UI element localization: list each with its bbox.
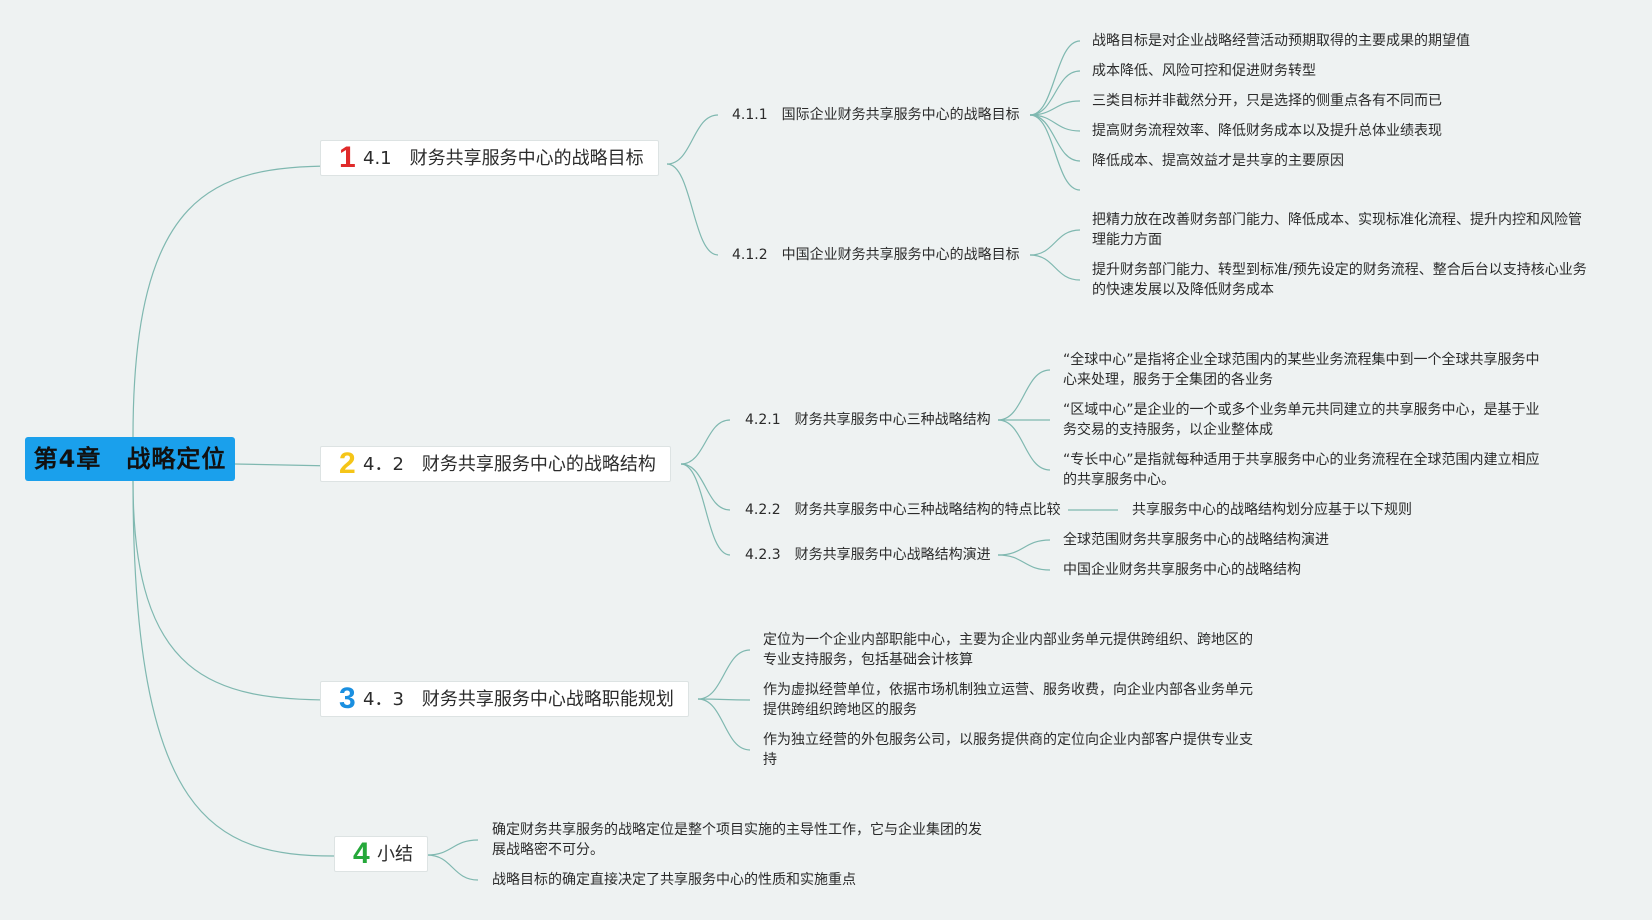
section-4-2[interactable]: 2 4．2 财务共享服务中心的战略结构 <box>320 446 671 482</box>
connector-s1-sub1 <box>666 114 719 165</box>
root-connector-4 <box>132 480 335 857</box>
number-marker-4: 4 <box>353 837 370 870</box>
leaf-node[interactable]: 成本降低、风险可控和促进财务转型 <box>1092 63 1316 79</box>
connector-411-leaf-1 <box>1029 70 1081 116</box>
subtopic-4-2-2[interactable]: 4.2.2 财务共享服务中心三种战略结构的特点比较 <box>745 502 1061 518</box>
root-topic[interactable]: 第4章 战略定位 <box>25 437 235 481</box>
root-connector-3 <box>132 480 335 701</box>
connector-423-leaf-0 <box>997 539 1051 556</box>
connector-s1-sub2 <box>666 163 719 256</box>
leaf-node[interactable]: “专长中心”是指就每种适用于共享服务中心的业务流程在全球范围内建立相应的共享服务… <box>1063 452 1540 488</box>
connector-s4-leaf-0 <box>426 839 479 856</box>
section-summary[interactable]: 4 小结 <box>334 836 428 872</box>
subtopic-4-2-3[interactable]: 4.2.3 财务共享服务中心战略结构演进 <box>745 547 991 563</box>
leaf-node[interactable]: 作为虚拟经营单位，依据市场机制独立运营、服务收费，向企业内部各业务单元提供跨组织… <box>763 682 1253 718</box>
connector-s2-sub2 <box>680 463 731 511</box>
connector-411-leaf-0 <box>1029 40 1081 116</box>
section-4-3[interactable]: 3 4．3 财务共享服务中心战略职能规划 <box>320 681 689 717</box>
connector-s4-leaf-1 <box>426 854 479 881</box>
connector-s3-leaf-0 <box>697 649 751 700</box>
connector-s2-sub3 <box>680 463 731 556</box>
leaf-node[interactable]: 降低成本、提高效益才是共享的主要原因 <box>1092 153 1344 169</box>
number-marker-2: 2 <box>339 447 356 480</box>
leaf-node[interactable]: 战略目标的确定直接决定了共享服务中心的性质和实施重点 <box>492 872 856 888</box>
subtopic-4-1-1[interactable]: 4.1.1 国际企业财务共享服务中心的战略目标 <box>732 107 1020 123</box>
connector-s3-leaf-1 <box>697 698 751 701</box>
leaf-node[interactable]: 全球范围财务共享服务中心的战略结构演进 <box>1063 532 1329 548</box>
root-connector-1 <box>132 165 335 438</box>
subtopic-4-1-2[interactable]: 4.1.2 中国企业财务共享服务中心的战略目标 <box>732 247 1020 263</box>
leaf-node[interactable]: 提高财务流程效率、降低财务成本以及提升总体业绩表现 <box>1092 123 1442 139</box>
root-connector-2 <box>234 463 335 467</box>
connector-421-leaf-2 <box>997 419 1051 471</box>
leaf-node[interactable]: “全球中心”是指将企业全球范围内的某些业务流程集中到一个全球共享服务中心来处理，… <box>1063 352 1540 388</box>
connector-411-leaf-5 <box>1029 114 1081 191</box>
connector-411-leaf-4 <box>1029 114 1081 162</box>
leaf-node[interactable]: “区域中心”是企业的一个或多个业务单元共同建立的共享服务中心，是基于业务交易的支… <box>1063 402 1540 438</box>
leaf-node[interactable]: 把精力放在改善财务部门能力、降低成本、实现标准化流程、提升内控和风险管理能力方面 <box>1092 212 1582 248</box>
connector-411-leaf-2 <box>1029 100 1081 116</box>
leaf-node[interactable]: 定位为一个企业内部职能中心，主要为企业内部业务单元提供跨组织、跨地区的专业支持服… <box>763 632 1253 668</box>
section-label: 4．3 财务共享服务中心战略职能规划 <box>363 689 674 710</box>
subtopic-4-2-1[interactable]: 4.2.1 财务共享服务中心三种战略结构 <box>745 412 991 428</box>
connector-412-leaf-1 <box>1029 254 1081 281</box>
connector-421-leaf-0 <box>997 369 1051 421</box>
leaf-node[interactable]: 中国企业财务共享服务中心的战略结构 <box>1063 562 1301 578</box>
section-label: 4.1 财务共享服务中心的战略目标 <box>363 148 644 169</box>
leaf-node[interactable]: 作为独立经营的外包服务公司，以服务提供商的定位向企业内部客户提供专业支持 <box>763 732 1253 768</box>
section-label: 4．2 财务共享服务中心的战略结构 <box>363 454 656 475</box>
connector-411-leaf-3 <box>1029 114 1081 132</box>
connector-s3-leaf-2 <box>697 698 751 751</box>
leaf-node[interactable]: 共享服务中心的战略结构划分应基于以下规则 <box>1132 502 1412 518</box>
leaf-node[interactable]: 确定财务共享服务的战略定位是整个项目实施的主导性工作，它与企业集团的发展战略密不… <box>492 822 982 858</box>
connector-s2-sub1 <box>680 419 731 465</box>
number-marker-1: 1 <box>339 141 356 174</box>
connector-423-leaf-1 <box>997 554 1051 571</box>
connector-412-leaf-0 <box>1029 229 1081 256</box>
leaf-node[interactable]: 战略目标是对企业战略经营活动预期取得的主要成果的期望值 <box>1092 33 1470 49</box>
leaf-node[interactable]: 三类目标并非截然分开，只是选择的侧重点各有不同而已 <box>1092 93 1442 109</box>
section-label: 小结 <box>377 844 413 865</box>
leaf-node[interactable]: 提升财务部门能力、转型到标准/预先设定的财务流程、整合后台以支持核心业务的快速发… <box>1092 262 1587 298</box>
number-marker-3: 3 <box>339 682 356 715</box>
section-4-1[interactable]: 1 4.1 财务共享服务中心的战略目标 <box>320 140 659 176</box>
